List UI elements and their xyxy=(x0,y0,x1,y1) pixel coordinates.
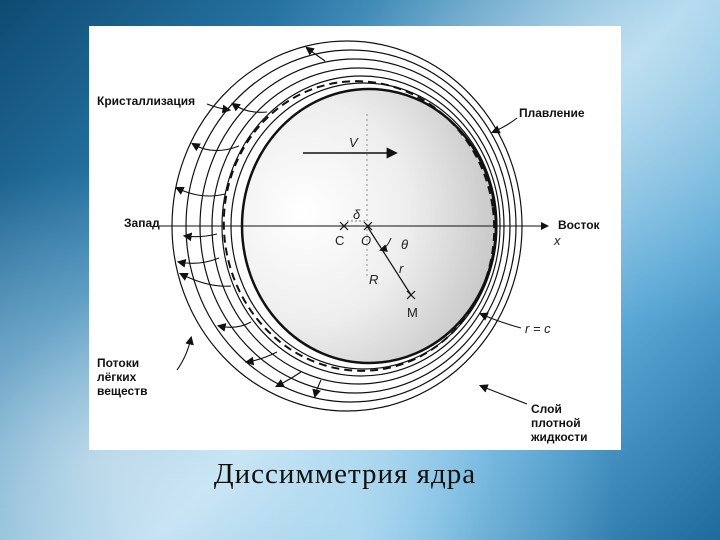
flow-arrow-3 xyxy=(191,142,240,152)
diagram-panel: Кристаллизация Плавление Запад Восток По… xyxy=(89,26,621,450)
flow-arrows xyxy=(175,46,326,399)
symbol-velocity: V xyxy=(349,135,358,150)
label-flows-line-2: лёгких xyxy=(97,370,137,384)
symbol-point-o: O xyxy=(361,233,372,248)
label-pointers xyxy=(176,103,528,405)
theta-arc xyxy=(379,237,392,252)
pointer-melting xyxy=(490,117,518,134)
pointer-flows xyxy=(176,335,194,371)
marker-m xyxy=(406,290,416,300)
label-flows-line-3: веществ xyxy=(97,384,148,398)
flow-arrow-7 xyxy=(179,273,232,287)
label-melting: Плавление xyxy=(519,106,585,120)
label-flows-line-1: Потоки xyxy=(97,356,140,370)
center-markers xyxy=(339,221,373,231)
symbol-big-r: R xyxy=(369,272,379,287)
flow-arrow-4 xyxy=(175,187,226,197)
core-asymmetry-diagram xyxy=(159,40,549,412)
label-layer-line-3: жидкости xyxy=(531,430,588,444)
flow-arrow-1 xyxy=(305,46,326,62)
symbol-small-r: r xyxy=(399,261,404,276)
pointer-r-equals-c xyxy=(478,312,522,329)
label-west: Запад xyxy=(124,216,160,230)
symbol-x-axis: x xyxy=(554,233,561,248)
symbol-delta: δ xyxy=(353,207,361,222)
flow-arrow-2 xyxy=(231,102,268,113)
symbol-point-m: M xyxy=(407,305,418,320)
label-east: Восток xyxy=(558,218,600,232)
radius-line xyxy=(366,225,412,296)
flow-arrow-6 xyxy=(176,257,220,268)
pointer-crystallization xyxy=(206,103,232,114)
symbol-theta: θ xyxy=(401,237,409,252)
flow-arrow-8 xyxy=(216,321,252,332)
symbol-r-equals-c: r = c xyxy=(525,321,551,336)
flow-arrow-11 xyxy=(312,379,322,399)
label-crystallization: Кристаллизация xyxy=(97,94,196,108)
label-layer-line-1: Слой xyxy=(531,402,562,416)
flow-arrow-10 xyxy=(275,371,302,387)
label-layer-line-2: плотной xyxy=(531,416,581,430)
flow-arrow-9 xyxy=(244,351,278,366)
dashed-boundary xyxy=(222,80,496,372)
symbol-point-c: C xyxy=(335,233,345,248)
slide-caption: Диссимметрия ядра xyxy=(213,458,477,490)
pointer-layer xyxy=(478,384,528,405)
flow-arrow-5 xyxy=(182,232,218,242)
